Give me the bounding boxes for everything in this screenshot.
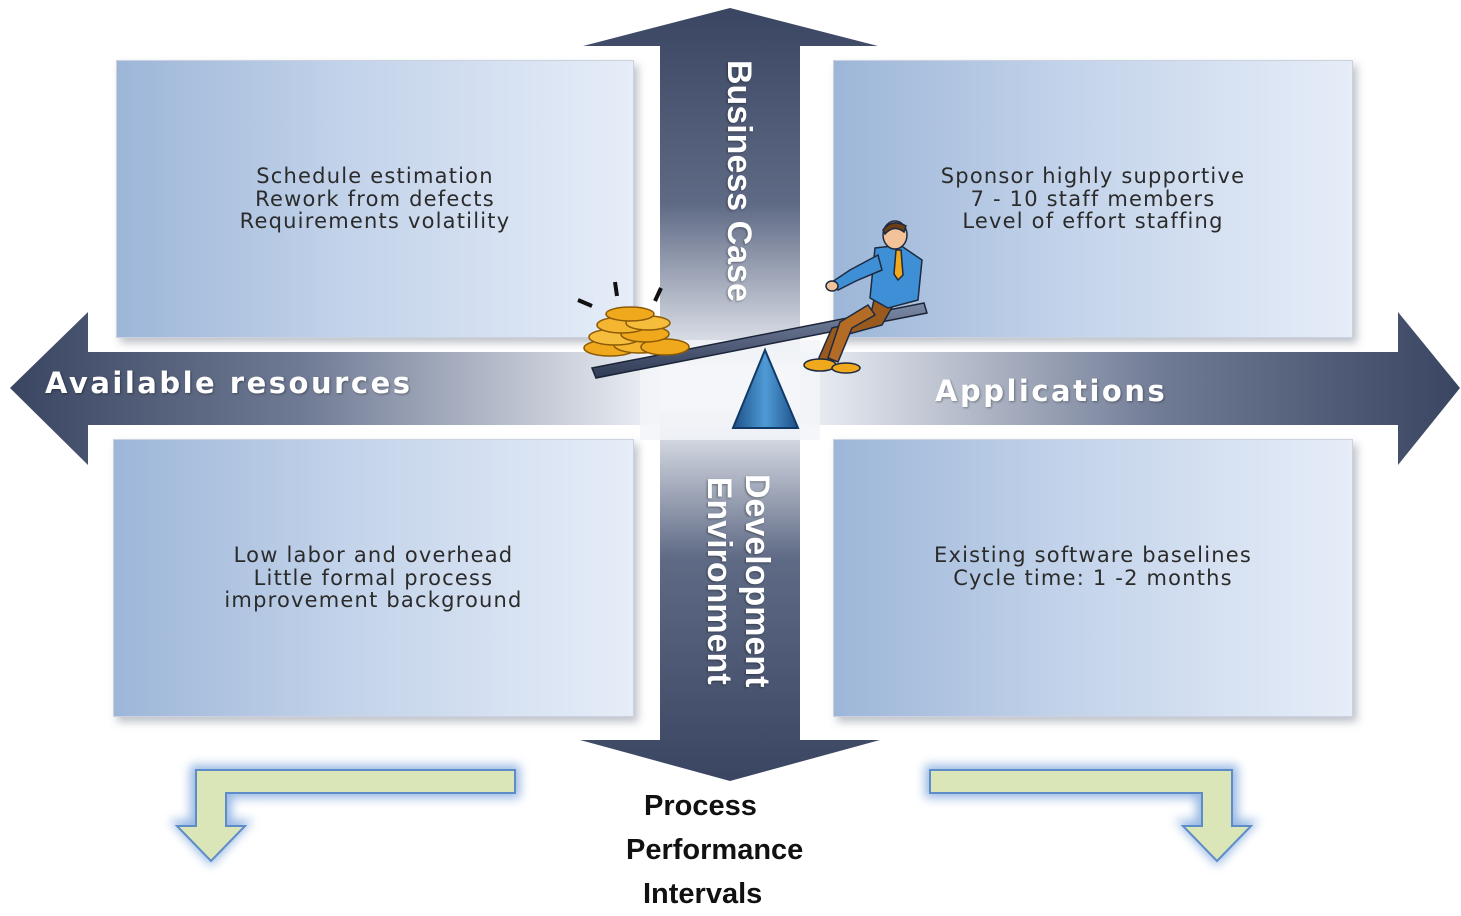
quadrant-top-left: Schedule estimation Rework from defects … (116, 60, 634, 338)
outcome-line-process: Process (644, 790, 757, 822)
quadrant-line: Existing software baselines (933, 543, 1252, 567)
axis-label-available-resources: Available resources (45, 366, 413, 400)
motion-lines (577, 281, 663, 308)
quadrant-line: Cycle time: 1 -2 months (953, 565, 1233, 590)
quadrant-line: Rework from defects (255, 186, 495, 211)
axis-label-applications: Applications (935, 374, 1168, 408)
right-arrow (800, 312, 1460, 465)
left-arrow (10, 312, 660, 465)
quadrant-line: 7 - 10 staff members (970, 186, 1216, 211)
quadrant-line: Schedule estimation (256, 164, 494, 188)
outcome-line-performance: Performance (626, 834, 804, 866)
bottom-arrow (580, 410, 880, 781)
axis-label-business-case: Business Case (720, 60, 758, 302)
axis-label-development-environment: Development Environment (700, 474, 776, 688)
quadrant-top-right: Sponsor highly supportive 7 - 10 staff m… (833, 60, 1353, 338)
quadrant-line: Sponsor highly supportive (940, 164, 1246, 188)
quadrant-bottom-left: Low labor and overhead Little formal pro… (113, 439, 634, 717)
quadrant-line: Low labor and overhead (233, 543, 514, 567)
down-left-arrow (169, 765, 520, 866)
coin-stack (583, 306, 690, 357)
down-right-arrow (925, 765, 1259, 866)
quadrant-line: improvement background (224, 588, 523, 612)
outcome-line-intervals: Intervals (643, 878, 763, 910)
axis-label-line: Environment (700, 476, 738, 685)
quadrant-line: Requirements volatility (239, 209, 511, 233)
top-arrow (583, 8, 878, 365)
businessman (803, 220, 923, 374)
quadrant-line: Level of effort staffing (962, 209, 1224, 233)
axis-label-line: Development (738, 474, 776, 688)
quadrant-line: Little formal process (253, 565, 494, 590)
seesaw-clipart (577, 220, 928, 429)
outcome-label: Process Performance Intervals (600, 784, 850, 916)
fulcrum-icon (731, 347, 800, 429)
quadrant-bottom-right: Existing software baselines Cycle time: … (833, 439, 1353, 717)
